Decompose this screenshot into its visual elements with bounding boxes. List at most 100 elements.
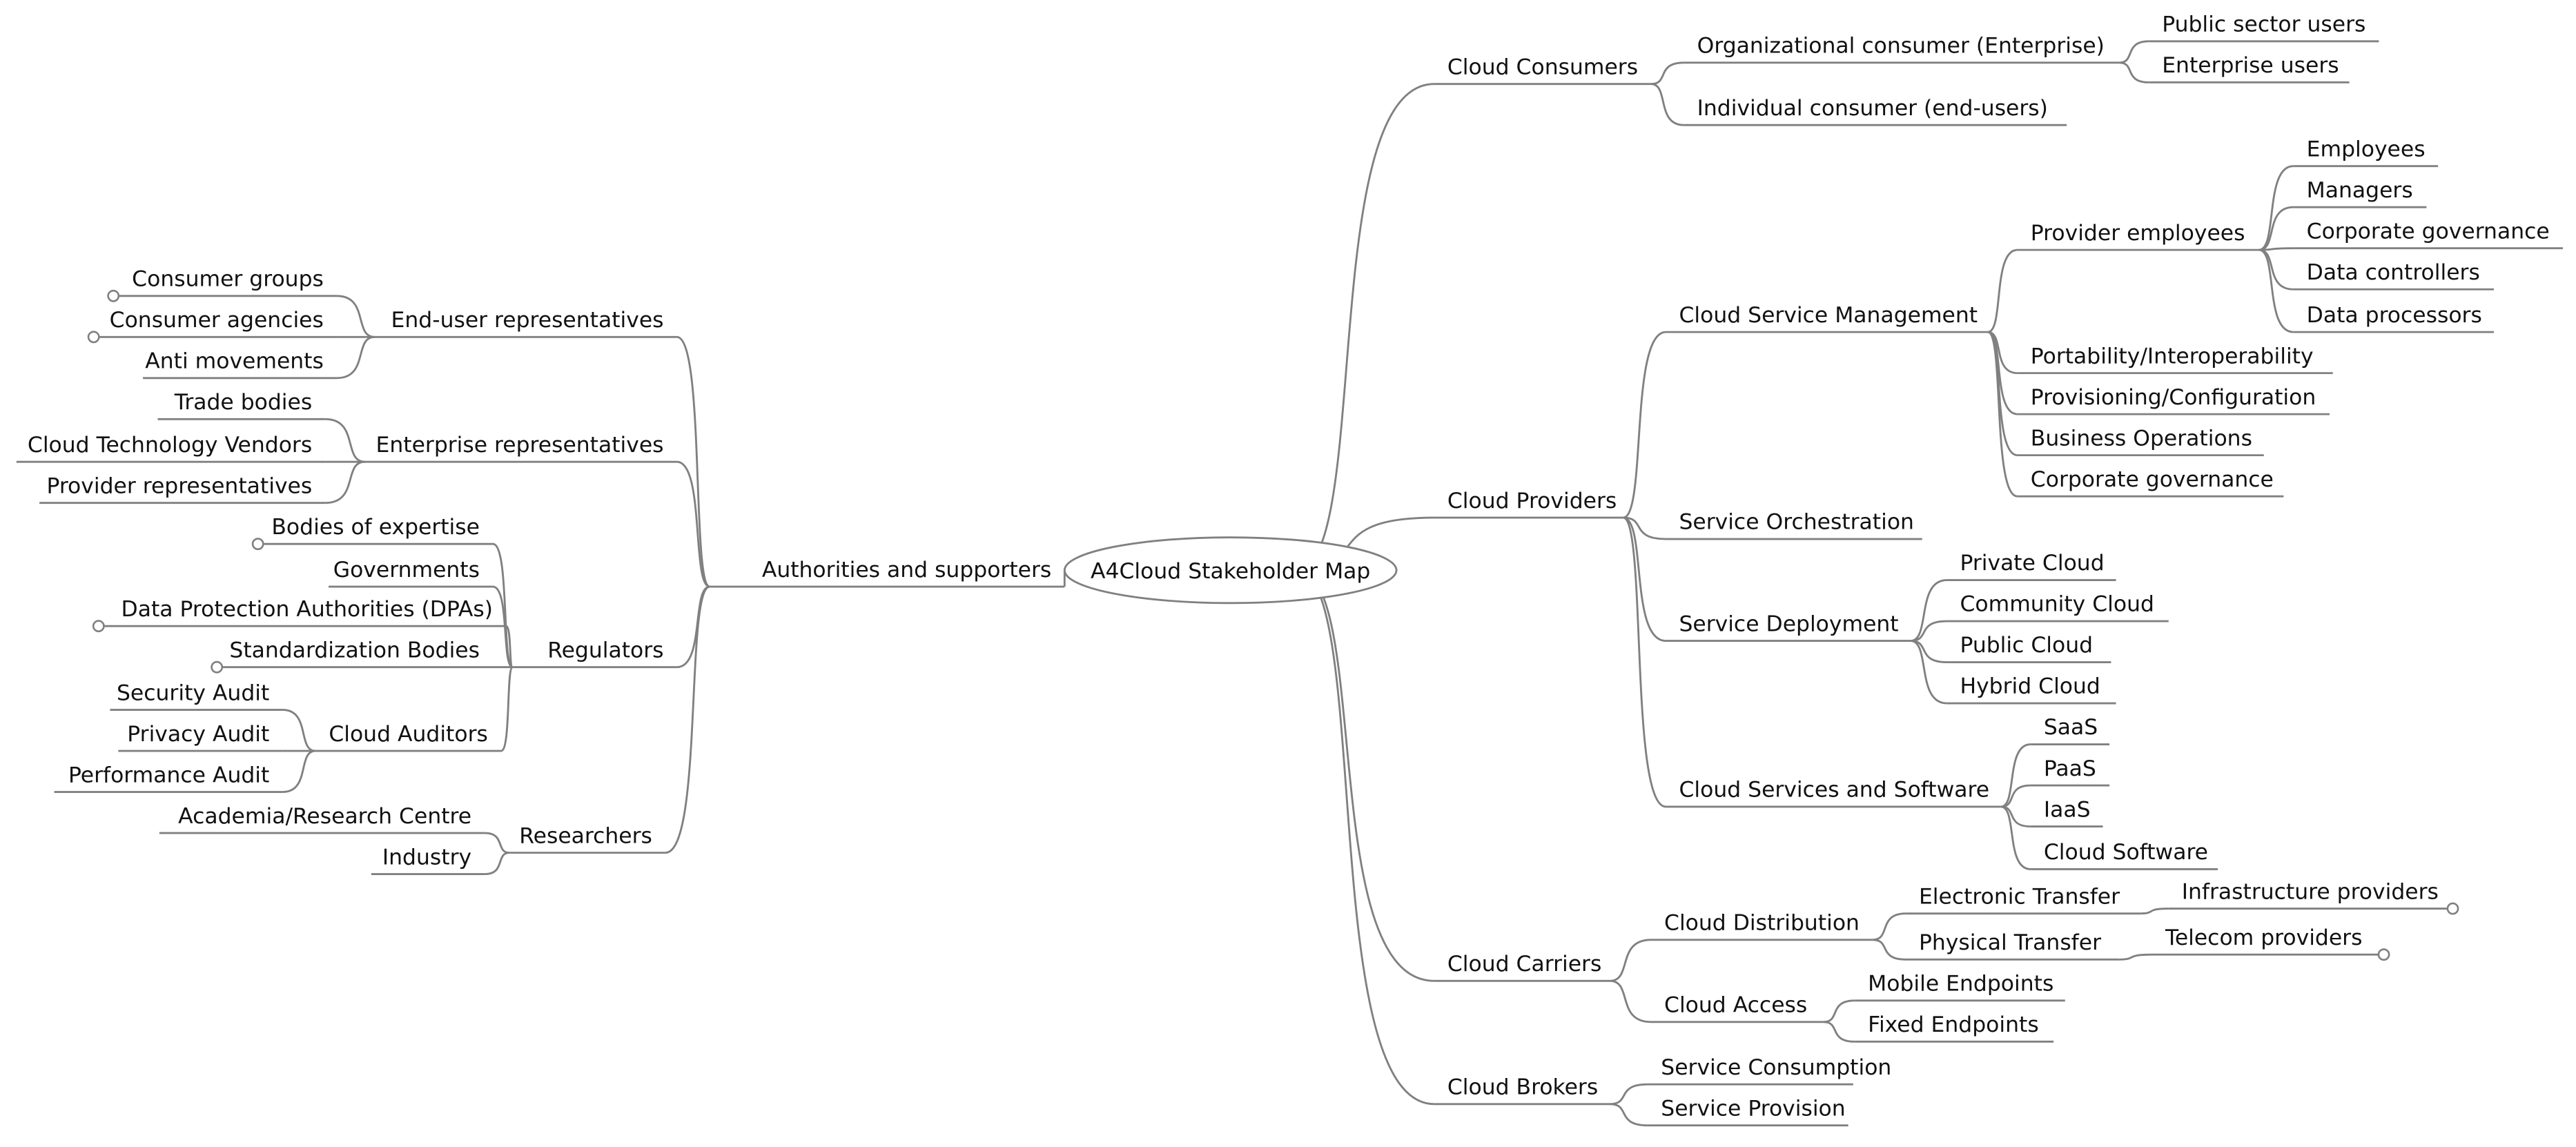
node-data-processors[interactable]: Data processors — [2293, 303, 2494, 333]
expand-collapsed-icon[interactable] — [92, 620, 105, 633]
topic-label: SaaS — [2044, 715, 2098, 740]
node-enterprise-representatives[interactable]: Enterprise representatives — [364, 433, 677, 463]
node-cloud-services-and-software-connector — [1622, 516, 1666, 808]
expand-collapsed-icon[interactable] — [87, 331, 100, 344]
node-data-protection-authorities-dpas-connector — [505, 625, 514, 669]
node-fixed-endpoints[interactable]: Fixed Endpoints — [1855, 1012, 2054, 1043]
expand-collapsed-icon[interactable] — [107, 289, 120, 302]
node-academia-research-centre-connector — [485, 832, 510, 854]
node-organizational-consumer-enterprise-connector — [1650, 61, 1684, 86]
node-data-controllers[interactable]: Data controllers — [2293, 260, 2494, 291]
topic-label: Data Protection Authorities (DPAs) — [121, 597, 493, 622]
node-business-operations[interactable]: Business Operations — [2017, 426, 2264, 457]
topic-label: Cloud Carriers — [1447, 952, 1601, 977]
node-public-cloud[interactable]: Public Cloud — [1946, 633, 2111, 663]
topic-label: Enterprise representatives — [376, 433, 664, 458]
node-security-audit[interactable]: Security Audit — [110, 680, 283, 711]
node-public-sector-users[interactable]: Public sector users — [2149, 12, 2379, 43]
topic-label: Cloud Consumers — [1447, 55, 1638, 79]
node-consumer-groups[interactable]: Consumer groups — [107, 266, 337, 302]
node-cloud-access[interactable]: Cloud Access — [1651, 992, 1824, 1023]
topic-label: Regulators — [547, 638, 663, 663]
node-community-cloud[interactable]: Community Cloud — [1946, 592, 2169, 622]
topic-label: Industry — [382, 845, 471, 870]
node-service-consumption-connector — [1610, 1083, 1648, 1106]
node-paas[interactable]: PaaS — [2030, 756, 2110, 787]
topic-label: Private Cloud — [1960, 551, 2104, 576]
node-corporate-governance[interactable]: Corporate governance — [2293, 219, 2563, 250]
node-cloud-technology-vendors[interactable]: Cloud Technology Vendors — [16, 433, 326, 463]
node-cloud-distribution[interactable]: Cloud Distribution — [1651, 910, 1873, 941]
node-saas[interactable]: SaaS — [2030, 715, 2110, 745]
node-cloud-providers[interactable]: Cloud Providers — [1434, 489, 1623, 519]
node-provider-representatives[interactable]: Provider representatives — [39, 473, 326, 504]
node-employees[interactable]: Employees — [2293, 137, 2439, 168]
node-organizational-consumer-enterprise[interactable]: Organizational consumer (Enterprise) — [1684, 34, 2120, 64]
node-bodies-of-expertise[interactable]: Bodies of expertise — [251, 515, 494, 551]
node-consumer-agencies[interactable]: Consumer agencies — [87, 308, 337, 344]
node-end-user-representatives[interactable]: End-user representatives — [374, 308, 677, 338]
root-label: A4Cloud Stakeholder Map — [1091, 559, 1370, 584]
node-privacy-audit[interactable]: Privacy Audit — [118, 722, 283, 752]
node-standardization-bodies[interactable]: Standardization Bodies — [211, 638, 494, 674]
node-enterprise-users[interactable]: Enterprise users — [2149, 53, 2350, 84]
node-cloud-auditors[interactable]: Cloud Auditors — [315, 722, 501, 752]
node-regulators[interactable]: Regulators — [512, 638, 677, 669]
node-service-deployment-connector — [1623, 516, 1666, 643]
root-topic[interactable]: A4Cloud Stakeholder Map — [1063, 536, 1398, 605]
topic-label: Organizational consumer (Enterprise) — [1697, 34, 2105, 59]
node-cloud-carriers[interactable]: Cloud Carriers — [1434, 952, 1610, 982]
node-hybrid-cloud[interactable]: Hybrid Cloud — [1946, 674, 2116, 705]
expand-collapsed-icon[interactable] — [251, 538, 264, 551]
expand-collapsed-icon[interactable] — [2446, 902, 2459, 915]
node-researchers-connector — [665, 585, 710, 854]
root-ellipse[interactable] — [1063, 536, 1398, 605]
node-cloud-brokers[interactable]: Cloud Brokers — [1434, 1075, 1610, 1106]
node-employees-connector — [2258, 165, 2294, 251]
node-iaas[interactable]: IaaS — [2030, 797, 2103, 827]
node-performance-audit[interactable]: Performance Audit — [54, 763, 283, 793]
node-physical-transfer[interactable]: Physical Transfer — [1905, 930, 2120, 961]
node-service-provision[interactable]: Service Provision — [1648, 1096, 1848, 1127]
node-electronic-transfer[interactable]: Electronic Transfer — [1905, 884, 2141, 915]
topic-label: Cloud Auditors — [329, 722, 488, 747]
node-industry[interactable]: Industry — [371, 845, 485, 875]
node-managers[interactable]: Managers — [2293, 178, 2427, 208]
node-anti-movements[interactable]: Anti movements — [143, 349, 337, 380]
node-cloud-services-and-software[interactable]: Cloud Services and Software — [1666, 778, 2001, 808]
node-infrastructure-providers-connector — [2140, 908, 2169, 915]
node-trade-bodies[interactable]: Trade bodies — [157, 390, 326, 420]
node-infrastructure-providers[interactable]: Infrastructure providers — [2168, 879, 2459, 915]
node-authorities-and-supporters[interactable]: Authorities and supporters — [710, 558, 1065, 588]
node-provider-employees-connector — [1987, 248, 2018, 333]
topic-label: Researchers — [519, 823, 652, 848]
topic-label: Public Cloud — [1960, 633, 2093, 658]
node-governments[interactable]: Governments — [329, 558, 494, 588]
node-cloud-access-connector — [1610, 979, 1652, 1023]
node-mobile-endpoints[interactable]: Mobile Endpoints — [1855, 972, 2065, 1002]
node-provisioning-configuration[interactable]: Provisioning/Configuration — [2017, 385, 2330, 415]
node-individual-consumer-end-users[interactable]: Individual consumer (end-users) — [1684, 96, 2067, 126]
node-cloud-consumers[interactable]: Cloud Consumers — [1434, 55, 1652, 86]
node-service-consumption[interactable]: Service Consumption — [1648, 1055, 1891, 1086]
node-paas-connector — [2000, 784, 2031, 808]
node-service-deployment[interactable]: Service Deployment — [1666, 611, 1911, 643]
topic-label: Cloud Distribution — [1664, 910, 1860, 935]
expand-collapsed-icon[interactable] — [2377, 948, 2390, 961]
node-consumer-groups-connector — [336, 295, 375, 338]
node-researchers[interactable]: Researchers — [509, 823, 665, 854]
node-provider-employees[interactable]: Provider employees — [2017, 221, 2259, 251]
node-saas-connector — [2000, 743, 2031, 808]
topic-label: Governments — [333, 558, 480, 582]
node-telecom-providers[interactable]: Telecom providers — [2151, 925, 2390, 961]
node-cloud-service-management[interactable]: Cloud Service Management — [1666, 303, 1988, 333]
expand-collapsed-icon[interactable] — [211, 660, 224, 674]
node-portability-interoperability[interactable]: Portability/Interoperability — [2017, 344, 2333, 375]
node-academia-research-centre[interactable]: Academia/Research Centre — [159, 804, 485, 834]
node-private-cloud[interactable]: Private Cloud — [1946, 551, 2116, 581]
node-service-orchestration[interactable]: Service Orchestration — [1666, 510, 1922, 540]
node-data-protection-authorities-dpas[interactable]: Data Protection Authorities (DPAs) — [92, 597, 507, 633]
node-cloud-software[interactable]: Cloud Software — [2030, 840, 2218, 870]
node-corporate-governance[interactable]: Corporate governance — [2017, 467, 2284, 498]
